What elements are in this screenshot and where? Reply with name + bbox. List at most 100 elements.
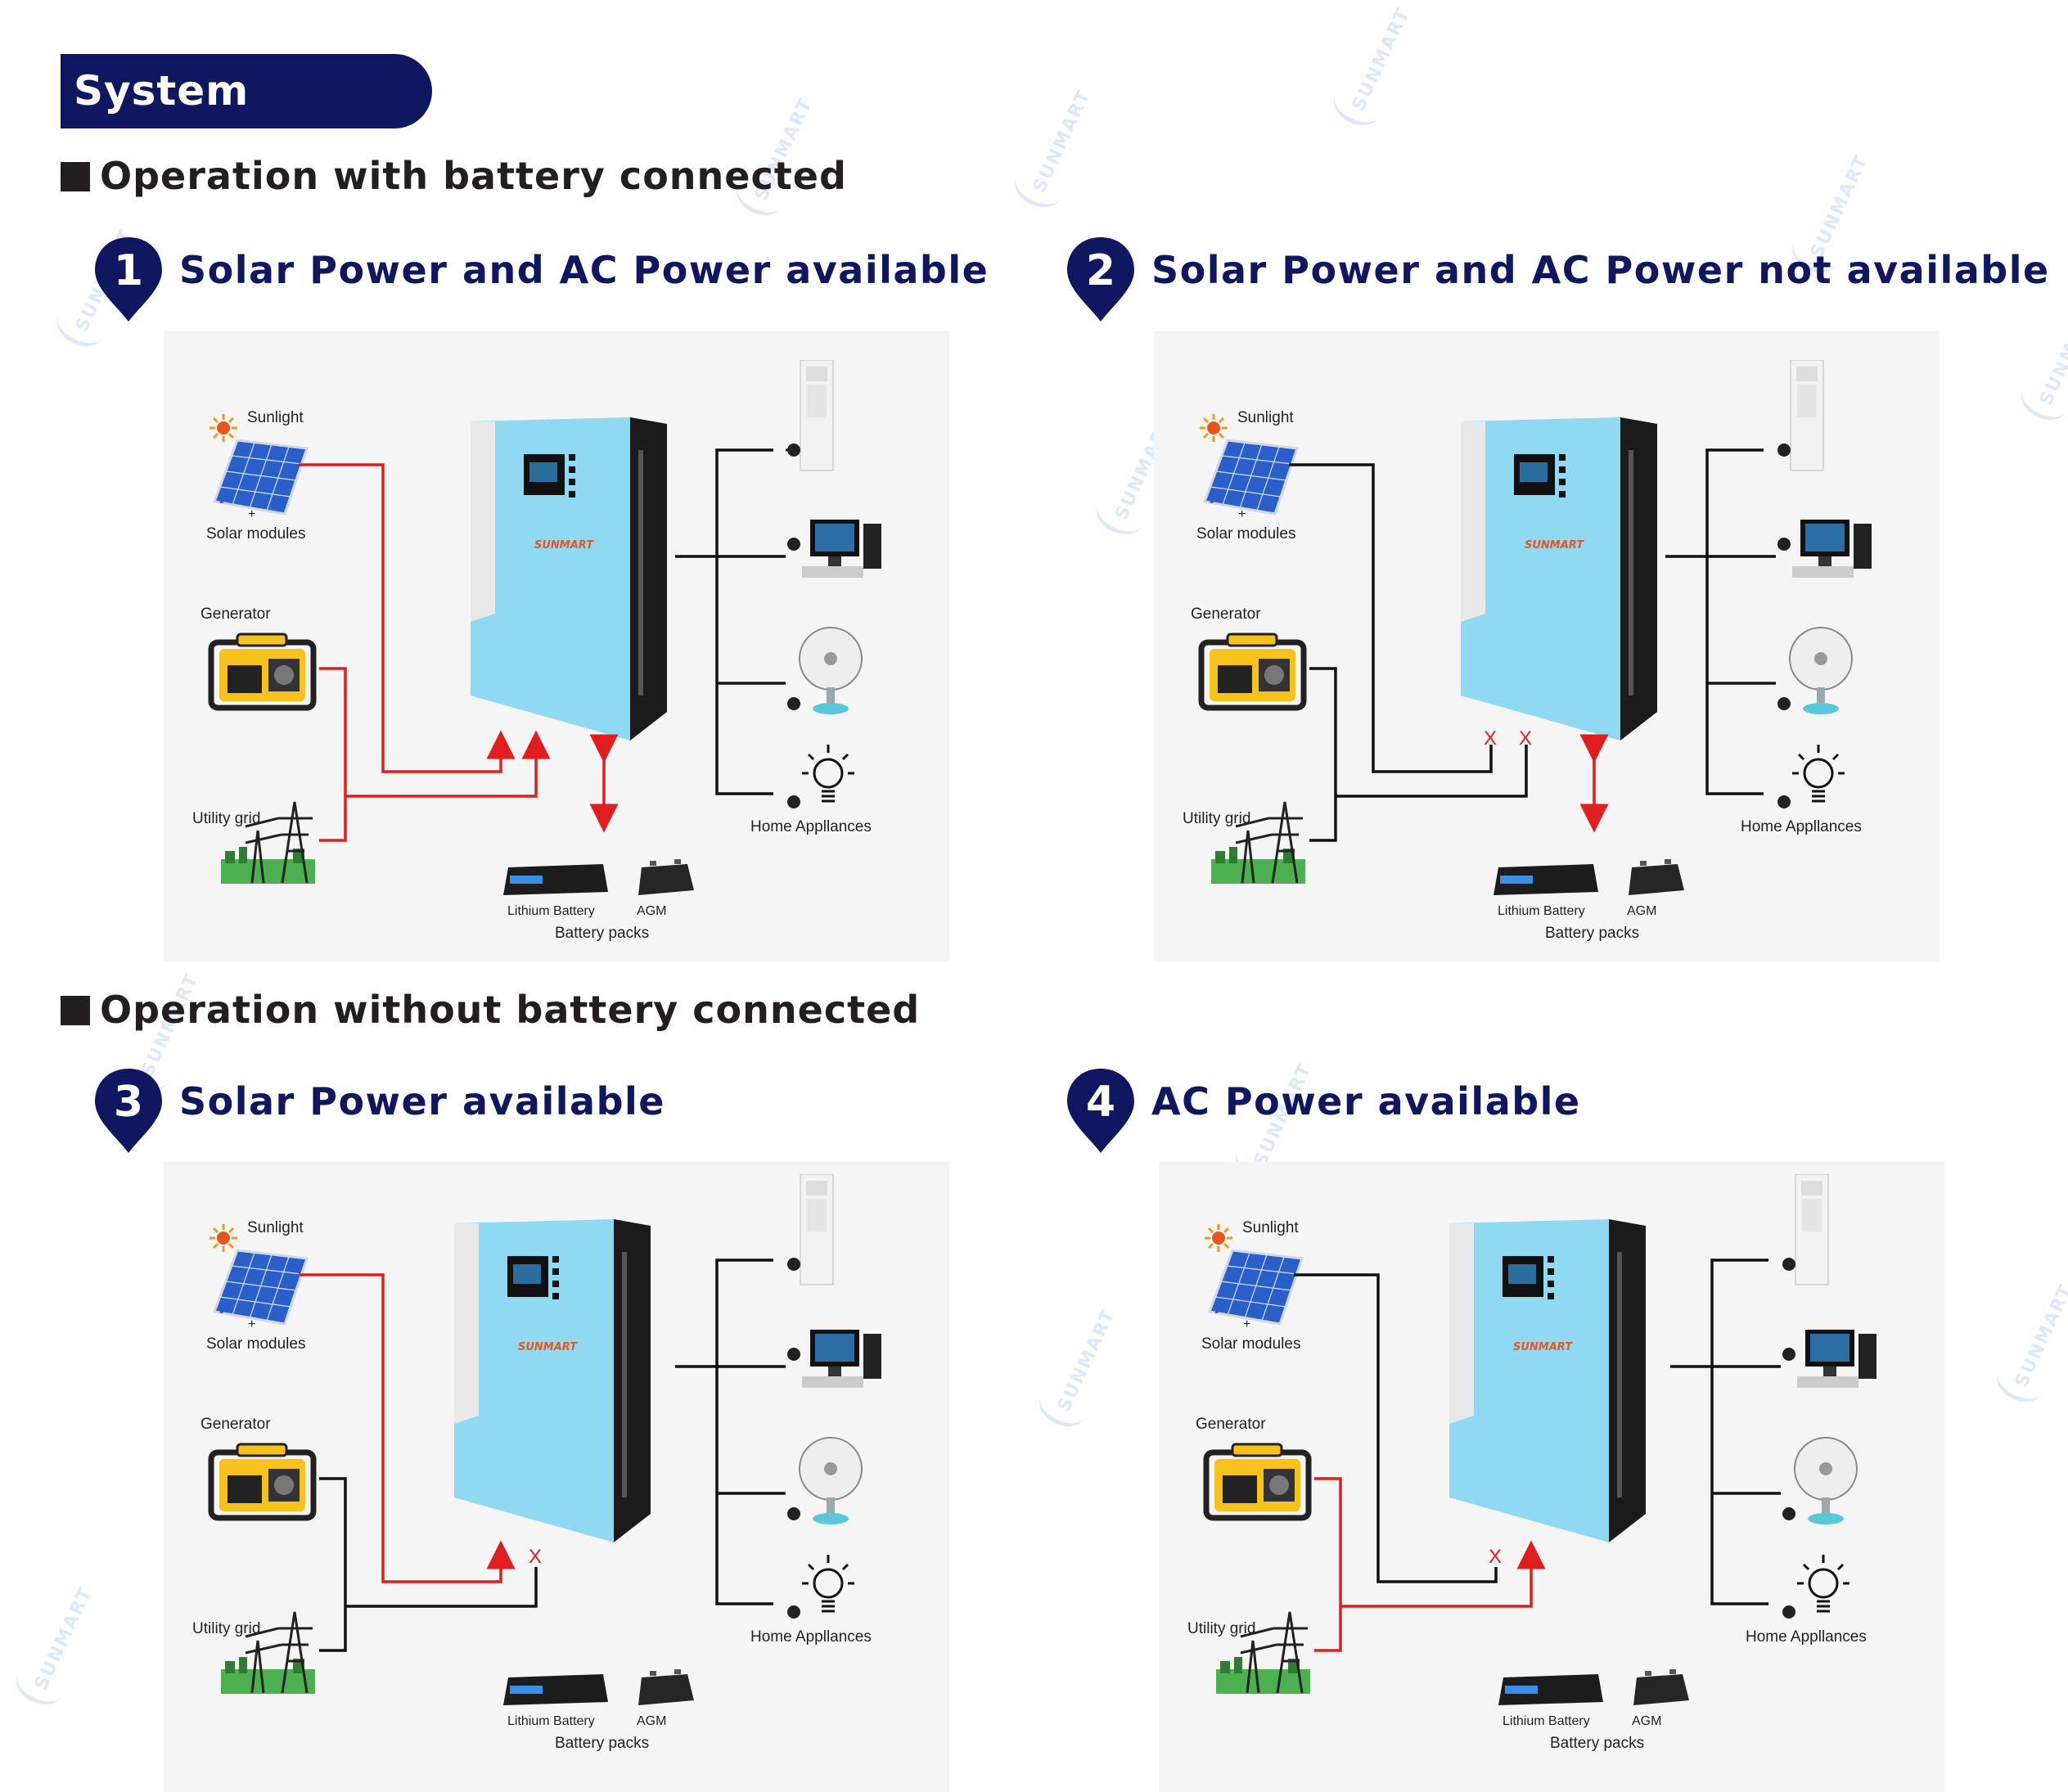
wiring-diagram: X X	[1289, 448, 1776, 842]
minus-label: -	[1210, 495, 1214, 509]
page-title: System Digram	[61, 54, 432, 189]
watermark-logo: SUNMART	[1806, 151, 1873, 262]
generator-label: Generator	[1196, 1416, 1266, 1433]
section-heading-without-battery: Operation without battery connected	[61, 988, 920, 1032]
scenario-number: 2	[1086, 246, 1115, 295]
diagram-panel-1: Sunlight - + Solar modules Generator Uti…	[164, 331, 949, 961]
ac-input-line	[1340, 1540, 1546, 1608]
watermark-logo: SUNMART	[30, 1583, 97, 1694]
battery-packs-label: Battery packs	[555, 1735, 650, 1752]
output-branches	[1710, 1258, 1768, 1605]
diagram-panel-4: Sunlight - + Solar modules Generator Uti…	[1159, 1162, 1944, 1792]
generator-icon	[208, 633, 317, 711]
solar-panel-icon	[1203, 439, 1300, 516]
plus-label: +	[1238, 507, 1246, 521]
plus-label: +	[1243, 1317, 1251, 1331]
air-conditioner-icon	[1777, 360, 1824, 471]
brand-logo: SUNMART	[518, 1341, 578, 1353]
generator-icon	[208, 1443, 317, 1521]
lithium-battery-label: Lithium Battery	[1503, 1714, 1590, 1728]
sunlight-label: Sunlight	[1242, 1219, 1299, 1236]
lithium-battery-icon	[503, 864, 608, 895]
section-label: Operation with battery connected	[100, 154, 847, 198]
lithium-battery-icon	[1494, 864, 1598, 895]
generator-line	[1309, 667, 1337, 842]
wiring-diagram: X	[1294, 1258, 1781, 1652]
scenario-number: 1	[114, 246, 143, 295]
plus-label: +	[248, 507, 256, 521]
computer-icon	[787, 520, 881, 578]
air-conditioner-icon	[1782, 1174, 1829, 1285]
square-bullet-icon	[61, 162, 90, 191]
fan-icon	[1782, 1437, 1858, 1524]
inverter-icon: SUNMART	[1461, 417, 1657, 741]
brand-logo: SUNMART	[534, 539, 594, 552]
sun-icon	[1205, 1224, 1232, 1252]
utility-grid-label: Utility grid	[192, 810, 261, 827]
fan-icon	[787, 627, 863, 714]
generator-line	[319, 667, 347, 842]
home-appliances-label: Home Appllances	[1746, 1628, 1867, 1646]
ac-input-line	[345, 730, 551, 798]
solar-line	[1289, 463, 1493, 773]
solar-panel-icon	[213, 1249, 309, 1326]
scenario-title: Solar Power and AC Power available	[179, 248, 989, 292]
ac-input-line	[345, 1567, 538, 1608]
solar-line	[1294, 1273, 1498, 1583]
square-bullet-icon	[61, 996, 90, 1025]
lithium-battery-icon	[1498, 1674, 1603, 1705]
battery-packs-label: Battery packs	[555, 925, 650, 942]
agm-battery-icon	[1629, 859, 1684, 895]
watermark-logo: SUNMART	[1029, 86, 1096, 196]
home-appliances-label: Home Appllances	[750, 818, 872, 835]
section-heading-with-battery: Operation with battery connected	[61, 154, 847, 198]
agm-label: AGM	[637, 904, 667, 918]
blocked-mark: X	[529, 1546, 542, 1568]
lithium-battery-label: Lithium Battery	[1498, 904, 1585, 918]
generator-icon	[1203, 1443, 1312, 1521]
battery-packs-label: Battery packs	[1550, 1735, 1645, 1752]
generator-label: Generator	[200, 606, 271, 623]
scenario-title: Solar Power and AC Power not available	[1151, 248, 2050, 292]
generator-icon	[1198, 633, 1307, 711]
wiring-diagram: X	[299, 1258, 786, 1652]
blocked-mark: X	[1519, 727, 1532, 750]
inverter-icon: SUNMART	[454, 1219, 651, 1542]
agm-battery-icon	[638, 859, 694, 895]
diagram-panel-2: Sunlight - + Solar modules Generator Uti…	[1154, 331, 1940, 961]
lightbulb-icon	[1782, 1555, 1849, 1619]
wiring-diagram	[299, 448, 786, 842]
agm-label: AGM	[1627, 904, 1657, 918]
lightbulb-icon	[787, 1555, 854, 1619]
minus-label: -	[219, 495, 224, 509]
fan-icon	[787, 1437, 863, 1524]
computer-icon	[1777, 520, 1872, 578]
scenario-number: 4	[1086, 1078, 1115, 1127]
agm-label: AGM	[1632, 1714, 1662, 1728]
utility-grid-label: Utility grid	[1187, 1620, 1256, 1637]
agm-label: AGM	[637, 1714, 667, 1728]
generator-label: Generator	[200, 1416, 271, 1433]
watermark-logo: SUNMART	[1348, 4, 1415, 115]
solar-panel-icon	[213, 439, 309, 516]
lithium-battery-icon	[503, 1674, 608, 1705]
fan-icon	[1777, 627, 1853, 714]
generator-label: Generator	[1191, 606, 1261, 623]
generator-line	[319, 1477, 347, 1652]
output-branches	[715, 1258, 773, 1605]
blocked-mark: X	[1484, 727, 1497, 750]
sun-icon	[210, 414, 237, 442]
inverter-icon: SUNMART	[471, 417, 667, 741]
generator-line	[1314, 1477, 1342, 1652]
utility-grid-label: Utility grid	[192, 1620, 261, 1637]
brand-logo: SUNMART	[1513, 1341, 1573, 1353]
agm-battery-icon	[638, 1669, 694, 1705]
scenario-title: Solar Power available	[179, 1079, 665, 1123]
utility-grid-label: Utility grid	[1183, 810, 1251, 827]
diagram-panel-3: Sunlight - + Solar modules Generator Uti…	[164, 1162, 949, 1792]
scenario-title: AC Power available	[1151, 1079, 1581, 1123]
home-appliances-label: Home Appllances	[1741, 818, 1862, 835]
air-conditioner-icon	[787, 1174, 834, 1285]
computer-icon	[787, 1330, 881, 1388]
utility-grid-icon	[1216, 1611, 1310, 1694]
